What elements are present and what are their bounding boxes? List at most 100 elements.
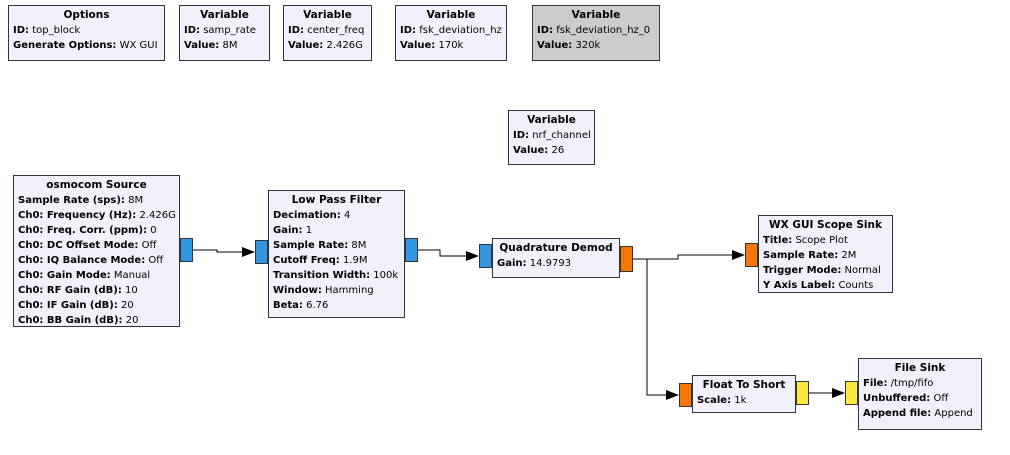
variable-samp-rate-param-1-value: 8M [222,40,238,51]
file-sink-param-1-value: Off [933,393,949,404]
connection-osmocom-to-lpf[interactable] [193,249,242,253]
options-block-param-0: ID: top_block [13,23,160,38]
low-pass-filter-param-3: Cutoff Freq: 1.9M [273,253,400,268]
options-block-param-0-value: top_block [32,25,81,36]
variable-samp-rate-param-0-value: samp_rate [203,25,256,36]
float-to-short-in-port[interactable] [679,383,692,407]
variable-samp-rate-title: Variable [200,9,249,21]
variable-fsk-deviation-hz-param-1: Value: 170k [400,38,502,53]
file-sink-in-port[interactable] [845,381,858,405]
variable-fsk-deviation-hz-param-0: ID: fsk_deviation_hz [400,23,502,38]
osmocom-source-param-5-label: Ch0: Gain Mode: [18,270,111,281]
osmocom-source-param-6: Ch0: RF Gain (dB): 10 [18,283,175,298]
wx-gui-scope-sink-in-port[interactable] [745,243,758,267]
low-pass-filter-param-5-value: Hamming [325,285,374,296]
wx-gui-scope-sink-title: WX GUI Scope Sink [769,219,882,231]
variable-samp-rate-param-1: Value: 8M [184,38,265,53]
low-pass-filter-param-2-value: 8M [351,240,367,251]
connection-quadrature-demod-to-float-to-short-arrowhead [666,390,679,400]
quadrature-demod-param-0: Gain: 14.9793 [497,256,615,271]
low-pass-filter-param-6-value: 6.76 [306,300,329,311]
variable-fsk-deviation-hz-0-param-1: Value: 320k [537,38,655,53]
osmocom-source-param-7: Ch0: IF Gain (dB): 20 [18,298,175,313]
float-to-short-out-port[interactable] [796,381,809,405]
file-sink-param-2-label: Append file: [863,408,932,419]
osmocom-source-param-3-value: Off [141,240,157,251]
osmocom-source-out-port[interactable] [180,238,193,262]
osmocom-source-param-4: Ch0: IQ Balance Mode: Off [18,253,175,268]
variable-fsk-deviation-hz-param-1-value: 170k [438,40,464,51]
osmocom-source-param-0-value: 8M [128,195,144,206]
variable-center-freq-param-0-label: ID: [288,25,305,36]
options-block-param-0-label: ID: [13,25,30,36]
osmocom-source-param-2-label: Ch0: Freq. Corr. (ppm): [18,225,148,236]
osmocom-source-param-5: Ch0: Gain Mode: Manual [18,268,175,283]
low-pass-filter-title: Low Pass Filter [291,194,382,206]
low-pass-filter-param-5: Window: Hamming [273,283,400,298]
wx-gui-scope-sink-param-1-label: Sample Rate: [763,250,839,261]
float-to-short-title: Float To Short [702,379,786,391]
connection-float-to-short-to-file-sink-arrowhead [832,388,845,398]
variable-center-freq-param-1-label: Value: [288,40,324,51]
variable-fsk-deviation-hz-0-param-0-value: fsk_deviation_hz_0 [556,25,651,36]
options-block-param-1-label: Generate Options: [13,40,117,51]
quadrature-demod-in-port[interactable] [479,244,492,268]
variable-fsk-deviation-hz-0-title: Variable [571,9,621,21]
osmocom-source-param-6-value: 10 [125,285,138,296]
low-pass-filter-out-port[interactable] [405,238,418,262]
low-pass-filter-param-5-label: Window: [273,285,322,296]
osmocom-source-param-3-label: Ch0: DC Offset Mode: [18,240,139,251]
wx-gui-scope-sink-param-3: Y Axis Label: Counts [763,278,888,293]
wx-gui-scope-sink-param-3-label: Y Axis Label: [763,280,836,291]
options-block-param-1: Generate Options: WX GUI [13,38,160,53]
variable-fsk-deviation-hz-title: Variable [426,9,476,21]
connection-lpf-to-quadrature-demod[interactable] [418,249,466,257]
connection-quadrature-demod-to-scope-sink[interactable] [633,254,732,260]
variable-nrf-channel-param-0-label: ID: [513,130,530,141]
low-pass-filter-param-0-value: 4 [344,210,351,221]
variable-fsk-deviation-hz-0-param-0: ID: fsk_deviation_hz_0 [537,23,655,38]
low-pass-filter-param-2: Sample Rate: 8M [273,238,400,253]
file-sink-param-0-value: /tmp/fifo [890,378,934,389]
low-pass-filter-param-6: Beta: 6.76 [273,298,400,313]
osmocom-source-param-2: Ch0: Freq. Corr. (ppm): 0 [18,223,175,238]
connection-quadrature-demod-to-float-to-short[interactable] [633,258,666,396]
variable-samp-rate-param-0: ID: samp_rate [184,23,265,38]
low-pass-filter-param-1-value: 1 [305,225,313,236]
osmocom-source-param-8: Ch0: BB Gain (dB): 20 [18,313,175,328]
low-pass-filter-param-6-label: Beta: [273,300,303,311]
wx-gui-scope-sink-param-2: Trigger Mode: Normal [763,263,888,278]
wx-gui-scope-sink-param-2-value: Normal [844,265,881,276]
quadrature-demod-out-port[interactable] [620,246,633,272]
file-sink-param-2: Append file: Append [863,406,977,421]
variable-samp-rate-param-1-label: Value: [184,40,220,51]
osmocom-source-param-0: Sample Rate (sps): 8M [18,193,175,208]
low-pass-filter-param-2-label: Sample Rate: [273,240,349,251]
osmocom-source-param-4-label: Ch0: IQ Balance Mode: [18,255,146,266]
osmocom-source-param-7-value: 20 [121,300,134,311]
variable-nrf-channel-param-0: ID: nrf_channel [513,128,591,143]
low-pass-filter-param-4: Transition Width: 100k [273,268,400,283]
variable-nrf-channel-param-1-label: Value: [513,145,549,156]
low-pass-filter-param-4-value: 100k [373,270,399,281]
osmocom-source-param-1: Ch0: Frequency (Hz): 2.426G [18,208,176,223]
low-pass-filter-in-port[interactable] [255,240,268,264]
osmocom-source-param-8-value: 20 [125,315,139,326]
variable-fsk-deviation-hz-0-param-1-label: Value: [537,40,573,51]
variable-fsk-deviation-hz-0-param-1-value: 320k [575,40,601,51]
quadrature-demod-param-0-value: 14.9793 [529,258,572,269]
